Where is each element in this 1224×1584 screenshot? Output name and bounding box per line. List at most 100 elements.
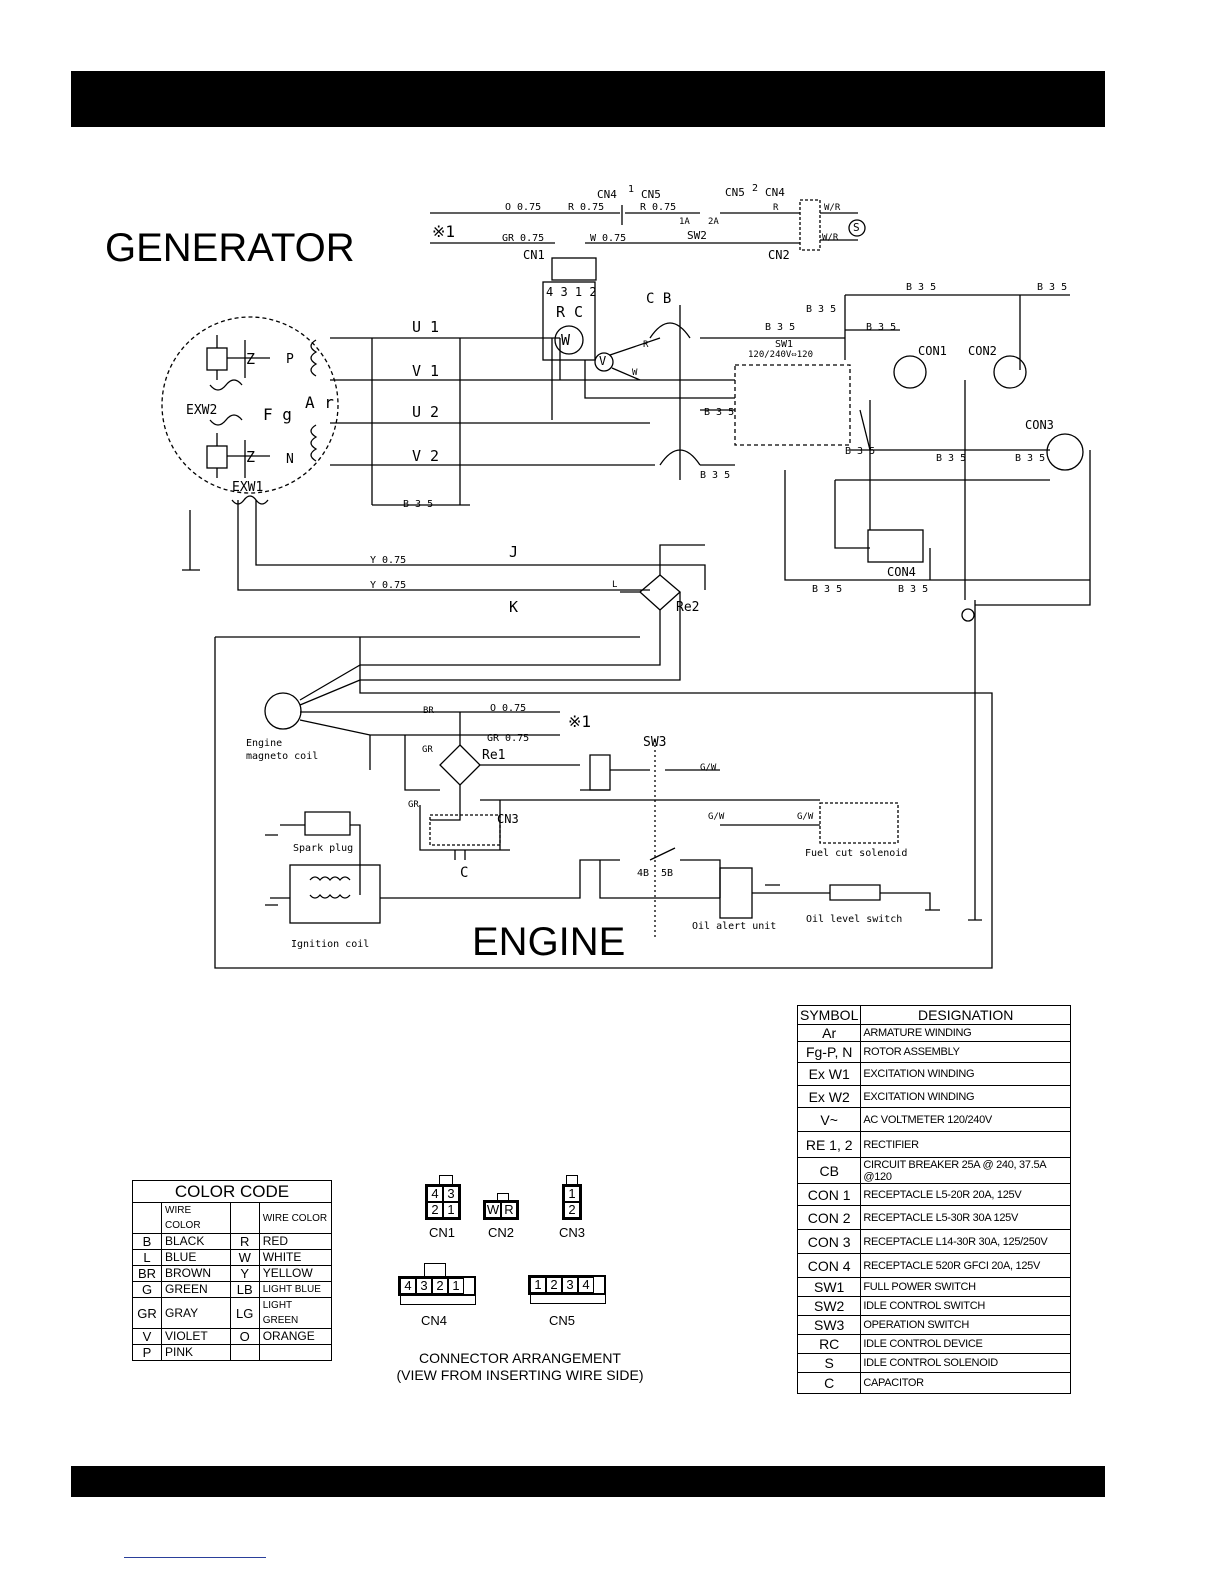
label-gr075a: GR 0.75 <box>502 233 545 244</box>
label-r075a: R 0.75 <box>568 202 605 213</box>
label-b35-5: B 3 5 <box>866 322 897 333</box>
label-gr2: GR <box>408 800 419 810</box>
wiring-diagram <box>161 199 1091 969</box>
label-cn3: CN3 <box>497 812 519 826</box>
label-br: BR <box>423 706 434 716</box>
label-n: N <box>286 452 294 467</box>
label-o075b: O 0.75 <box>490 703 527 714</box>
label-wr1: W/R <box>824 203 841 213</box>
label-v2: V 2 <box>412 447 440 465</box>
table-row: V~AC VOLTMETER 120/240V <box>796 1107 1071 1132</box>
symbol-header: SYMBOL <box>796 1005 862 1025</box>
con1-receptacle <box>893 355 927 389</box>
label-b35-10: B 3 5 <box>1015 453 1046 464</box>
label-magneto-coil: magneto coil <box>246 751 319 762</box>
cn5-label: CN5 <box>548 1313 575 1328</box>
idle-solenoid <box>848 219 866 237</box>
label-b35-1: B 3 5 <box>906 282 937 293</box>
cn1-box <box>551 257 597 281</box>
label-k: K <box>509 598 519 616</box>
label-sw3: SW3 <box>643 735 667 750</box>
label-b35-9: B 3 5 <box>936 453 967 464</box>
label-b35-3: B 3 5 <box>806 304 837 315</box>
label-sw1-rating: 120/240V⇔120 <box>748 350 814 360</box>
con4-receptacle <box>867 529 924 563</box>
label-cn5b: CN5 <box>725 186 745 199</box>
label-c: C <box>460 865 469 881</box>
label-y075a: Y 0.75 <box>370 555 407 566</box>
ignition-coil <box>289 864 381 924</box>
cn4-label: CN4 <box>420 1313 447 1328</box>
label-re2: Re2 <box>676 600 700 615</box>
label-spark-plug: Spark plug <box>293 843 354 854</box>
label-pin2a: 2A <box>708 217 719 227</box>
label-r075b: R 0.75 <box>640 202 677 213</box>
label-con2: CON2 <box>968 344 997 358</box>
label-sw1: SW1 <box>775 339 794 350</box>
label-z1: Z <box>246 350 256 368</box>
label-con3: CON3 <box>1025 418 1054 432</box>
re1-rectifier <box>439 744 481 786</box>
label-wr2: W/R <box>822 233 839 243</box>
label-cn4b: CN4 <box>765 186 785 199</box>
color-code-title: COLOR CODE <box>132 1180 332 1203</box>
label-v1: V 1 <box>412 362 440 380</box>
label-w-meter: W <box>561 331 571 349</box>
rc-block <box>542 281 596 361</box>
label-l: L <box>612 580 618 590</box>
generator-heading: GENERATOR <box>105 226 355 270</box>
label-ignition-coil: Ignition coil <box>291 939 370 950</box>
label-r-small: R <box>773 203 779 213</box>
label-ref1b: ※1 <box>568 712 592 731</box>
label-cb: C B <box>646 291 672 307</box>
label-p: P <box>286 352 294 367</box>
voltmeter <box>594 352 614 372</box>
label-ar: A r <box>305 393 334 412</box>
label-j: J <box>509 543 519 561</box>
header-bar <box>71 71 1105 127</box>
label-gw2: G/W <box>708 812 725 822</box>
label-w075: W 0.75 <box>590 233 627 244</box>
label-gr1: GR <box>422 745 433 755</box>
fuel-cut-solenoid <box>819 802 899 844</box>
label-rc: R C <box>556 303 584 321</box>
label-z2: Z <box>246 448 256 466</box>
footer-bar <box>71 1466 1105 1497</box>
rectifier-box-n <box>206 445 228 469</box>
armature-coils <box>310 339 318 462</box>
label-b35-11: B 3 5 <box>403 499 434 510</box>
label-b35-12: B 3 5 <box>812 584 843 595</box>
label-b35-6: B 3 5 <box>704 407 735 418</box>
circuit-breaker <box>649 305 701 480</box>
label-b35-8: B 3 5 <box>845 446 876 457</box>
label-b35-2: B 3 5 <box>1037 282 1068 293</box>
con3-receptacle <box>1046 433 1084 471</box>
designation-header: DESIGNATION <box>860 1005 1071 1025</box>
label-cn5a: CN5 <box>641 188 661 201</box>
footer-link-underline <box>124 1557 266 1558</box>
label-r-wire: R <box>643 340 649 350</box>
label-gw1: G/W <box>700 763 717 773</box>
cn3-box <box>429 814 501 846</box>
label-oil-alert: Oil alert unit <box>692 921 777 932</box>
